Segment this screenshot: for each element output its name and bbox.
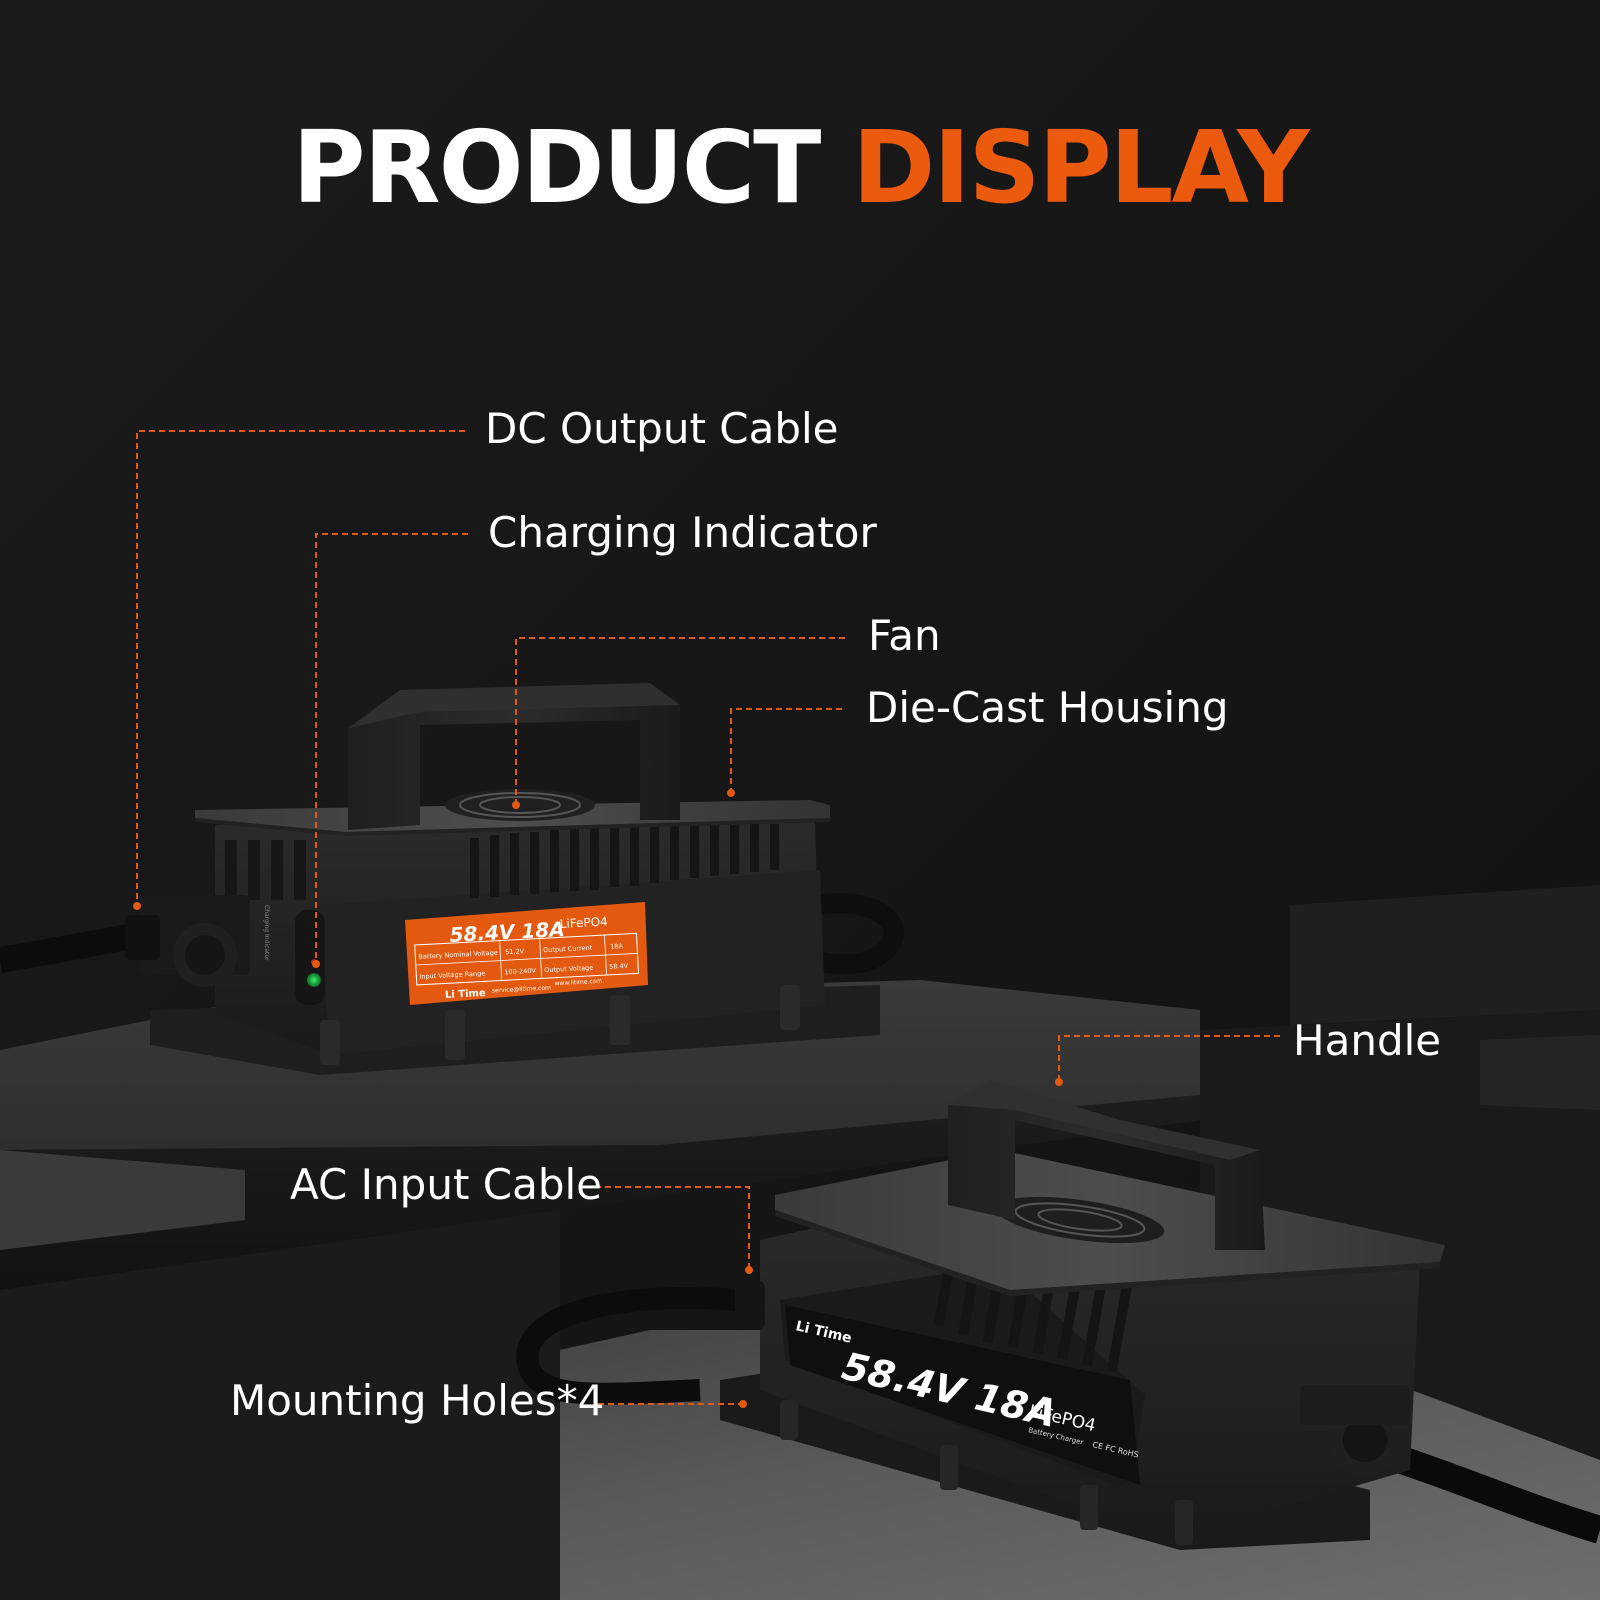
title-part-orange: DISPLAY xyxy=(852,109,1309,226)
background-step-face xyxy=(1480,1035,1600,1110)
callout-line-ac-input-cable xyxy=(595,1186,750,1270)
callout-handle: Handle xyxy=(1293,1016,1442,1065)
front-label-chemistry: LiFePO4 xyxy=(559,915,608,931)
callout-line-fan xyxy=(515,637,845,805)
callout-dot-fan xyxy=(512,801,520,809)
charger-front-view: Charging Indicator 58.4V 18A LiFePO4 Bat… xyxy=(0,683,904,1075)
platform-upper-front xyxy=(0,1095,1200,1290)
spec-output-current-label: Output Current xyxy=(543,944,593,955)
callout-ac-input-cable: AC Input Cable xyxy=(290,1160,603,1209)
platform-lower-face xyxy=(0,1200,560,1600)
spec-battery-nominal-voltage: 51.2V xyxy=(505,947,525,956)
front-label-website: www.litime.com xyxy=(554,978,602,987)
callout-fan: Fan xyxy=(868,611,941,660)
charging-indicator-led xyxy=(307,973,321,987)
callout-charging-indicator: Charging Indicator xyxy=(488,508,877,557)
callout-dot-handle xyxy=(1055,1078,1063,1086)
callout-die-cast-housing: Die-Cast Housing xyxy=(866,683,1229,732)
callout-line-charging-indicator xyxy=(315,533,468,964)
front-label-brand: Li Time xyxy=(445,988,486,1001)
background-step-upper xyxy=(1290,885,1600,1025)
front-label-email: service@litime.com xyxy=(492,984,552,994)
callout-line-die-cast-housing xyxy=(730,708,842,793)
indicator-caption: Charging Indicator xyxy=(263,905,270,961)
callout-dc-output-cable: DC Output Cable xyxy=(485,404,839,453)
charger-side-view: Li Time 58.4V 18A LiFePO4 Battery Charge… xyxy=(516,1080,1600,1550)
spec-output-voltage: 58.4V xyxy=(609,962,629,971)
callout-mounting-holes: Mounting Holes*4 xyxy=(230,1376,605,1425)
callout-dot-charging-indicator xyxy=(312,960,320,968)
callout-dot-mounting-holes xyxy=(739,1400,747,1408)
callout-dot-ac-input-cable xyxy=(745,1266,753,1274)
callout-lines xyxy=(133,430,1280,1408)
callout-line-handle xyxy=(1058,1035,1280,1082)
callout-dot-die-cast-housing xyxy=(727,789,735,797)
spec-output-current: 18A xyxy=(610,942,624,951)
callout-dot-dc-output-cable xyxy=(133,902,141,910)
spec-input-voltage-range: 100-240V xyxy=(504,967,537,977)
callout-line-dc-output-cable xyxy=(136,430,465,906)
title-part-white: PRODUCT xyxy=(292,109,821,226)
spec-output-voltage-label: Output Voltage xyxy=(544,964,593,975)
page-title: PRODUCT DISPLAY xyxy=(0,118,1600,218)
platform-upper-side xyxy=(0,1150,245,1250)
side-spec-label xyxy=(785,1305,1140,1485)
spec-input-voltage-range-label: Input Voltage Range xyxy=(419,969,485,980)
front-spec-label xyxy=(405,902,648,1005)
